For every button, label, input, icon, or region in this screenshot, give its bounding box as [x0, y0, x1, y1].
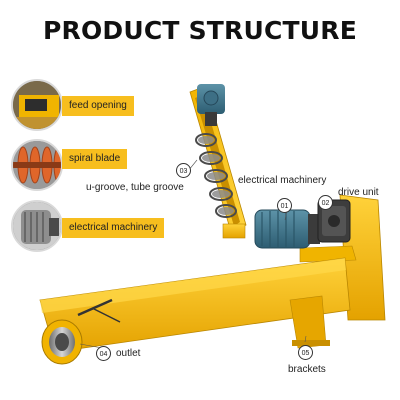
u-trough-conveyor — [189, 84, 247, 239]
part-number-02: 02 — [318, 195, 333, 210]
electrical-machinery-thumbnail — [11, 200, 63, 252]
drive-unit-label: drive unit — [338, 187, 379, 198]
brackets-label: brackets — [288, 364, 326, 375]
spiral-blade-thumbnail — [11, 139, 63, 191]
page-title: PRODUCT STRUCTURE — [42, 16, 358, 45]
feed-opening-thumbnail — [11, 79, 63, 131]
electrical-machinery-part-label: electrical machinery — [238, 175, 327, 186]
electrical-machinery-label: electrical machinery — [62, 218, 165, 238]
part-number-01: 01 — [277, 198, 292, 213]
part-number-03: 03 — [176, 163, 191, 178]
feed-opening-label: feed opening — [62, 96, 134, 116]
tube-conveyor — [39, 194, 386, 365]
part-number-05: 05 — [298, 345, 313, 360]
outlet-label: outlet — [116, 348, 141, 359]
spiral-blade-label: spiral blade — [62, 149, 128, 169]
u-groove-label: u-groove, tube groove — [86, 182, 184, 193]
part-number-04: 04 — [96, 346, 111, 361]
